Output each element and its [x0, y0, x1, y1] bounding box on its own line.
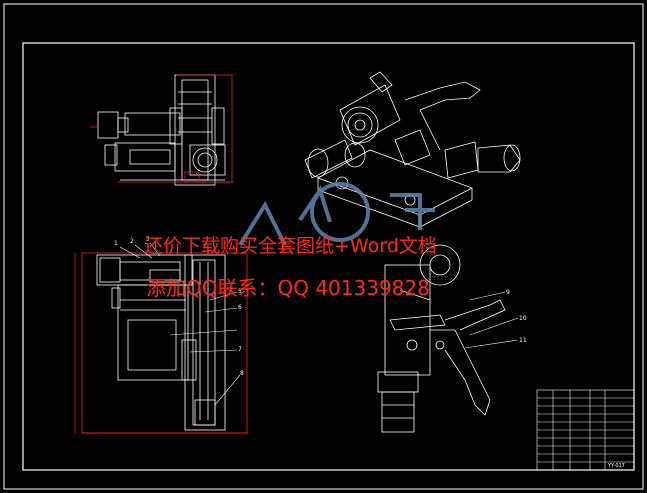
front-leaders [464, 291, 519, 349]
watermark-logo [238, 182, 435, 247]
callout-2: 2 [130, 238, 134, 245]
watermark-line-2: 添加QQ联系：QQ 401339828 [146, 276, 430, 300]
outer-border [3, 3, 644, 490]
callout-1: 1 [114, 240, 118, 247]
section-labels: 1 2 3 5 6 7 8 [114, 236, 244, 377]
front-view [377, 244, 506, 433]
callout-10: 10 [519, 315, 527, 322]
callout-7: 7 [238, 346, 242, 353]
section-leaders [119, 242, 241, 406]
section-view-dims [74, 252, 248, 434]
callout-9: 9 [506, 289, 510, 296]
callout-11: 11 [519, 337, 527, 344]
callout-5: 5 [238, 288, 242, 295]
inner-frame [22, 42, 635, 471]
watermark-line-1: 还价下载购买全套图纸+Word文档 [144, 235, 437, 257]
isometric-view [304, 71, 521, 228]
front-labels: 9 10 11 [506, 289, 527, 344]
callout-6: 6 [238, 304, 242, 311]
top-view-dims [90, 74, 234, 183]
title-block-code: YY-017 [607, 463, 625, 469]
top-view [97, 74, 226, 186]
callout-3: 3 [146, 236, 150, 243]
section-view [96, 254, 226, 431]
title-block [536, 389, 635, 471]
callout-8: 8 [240, 370, 244, 377]
